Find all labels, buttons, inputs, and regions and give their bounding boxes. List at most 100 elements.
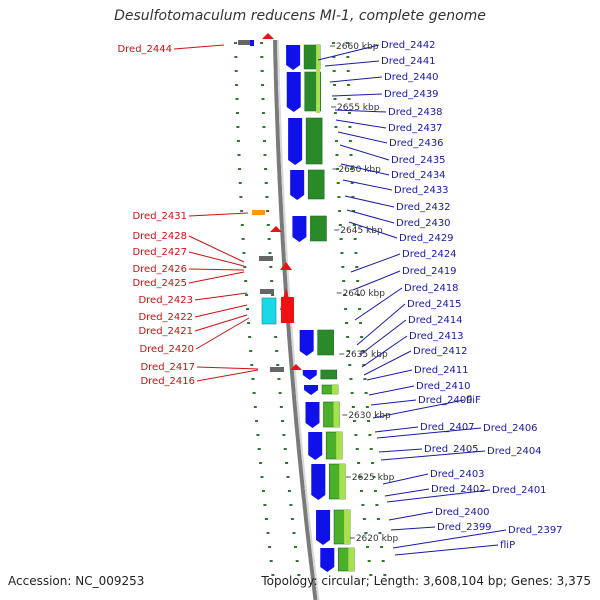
- tick-dot: [234, 70, 238, 72]
- right-leader-line: [350, 253, 401, 273]
- cog-cyan-block: [261, 297, 277, 325]
- accession-text: Accession: NC_009253: [8, 574, 145, 588]
- tick-dot: [347, 350, 351, 352]
- reverse-gene-arrow: [270, 226, 282, 232]
- tick-dot: [365, 406, 369, 408]
- tick-dot: [274, 336, 278, 338]
- right-leader-line: [340, 163, 390, 176]
- kbp-tick-label: 2655 kbp: [337, 103, 380, 113]
- tick-dot: [239, 196, 243, 198]
- tick-dot: [342, 280, 346, 282]
- right-leader-line: [334, 109, 387, 113]
- tick-dot: [265, 196, 269, 198]
- tick-dot: [358, 476, 362, 478]
- tick-dot: [275, 350, 279, 352]
- right-gene-label: Dred_2439: [384, 89, 439, 100]
- tick-dot: [362, 518, 366, 520]
- tick-dot: [348, 140, 352, 142]
- left-leader-line: [188, 212, 249, 217]
- tick-dot: [266, 532, 270, 534]
- tick-dot: [346, 70, 350, 72]
- right-leader-line: [386, 489, 491, 503]
- tick-dot: [283, 448, 287, 450]
- right-leader-line: [363, 350, 412, 376]
- tick-dot: [246, 308, 250, 310]
- forward-cds-arrow: [299, 330, 314, 356]
- right-leader-line: [344, 195, 395, 208]
- right-gene-label: Dred_2441: [381, 56, 436, 67]
- tick-dot: [261, 98, 265, 100]
- tick-dot: [356, 280, 360, 282]
- cog-block: [310, 215, 327, 242]
- tick-dot: [351, 196, 355, 198]
- tick-dot: [285, 462, 289, 464]
- tick-dot: [264, 168, 268, 170]
- tick-dot: [337, 196, 341, 198]
- tick-dot: [381, 560, 385, 562]
- tick-dot: [383, 574, 387, 576]
- right-leader-line: [342, 179, 393, 191]
- tick-dot: [338, 224, 342, 226]
- right-leader-line: [392, 529, 507, 549]
- kbp-tick-label: 2640 kbp: [343, 289, 386, 299]
- tick-dot: [373, 490, 377, 492]
- tick-dot: [333, 98, 337, 100]
- right-leader-line: [390, 526, 436, 531]
- tick-dot: [259, 462, 263, 464]
- right-leader-line: [359, 319, 407, 356]
- tick-dot: [347, 98, 351, 100]
- tick-dot: [277, 378, 281, 380]
- tick-dot: [332, 70, 336, 72]
- right-leader-line: [370, 399, 417, 406]
- forward-cds-arrow: [290, 170, 305, 200]
- tick-dot: [355, 266, 359, 268]
- tick-dot: [264, 182, 268, 184]
- forward-cds-arrow: [286, 72, 301, 112]
- tick-dot: [253, 406, 257, 408]
- tick-dot: [251, 378, 255, 380]
- tick-dot: [361, 350, 365, 352]
- tick-dot: [290, 518, 294, 520]
- tick-dot: [347, 112, 351, 114]
- tick-dot: [235, 84, 239, 86]
- tick-dot: [270, 280, 274, 282]
- left-gene-label: Dred_2425: [132, 278, 187, 289]
- tick-dot: [348, 126, 352, 128]
- right-gene-label: Dred_2400: [435, 507, 490, 518]
- left-leader-line: [173, 44, 225, 50]
- tick-dot: [243, 266, 247, 268]
- right-gene-label: Dred_2414: [408, 315, 463, 326]
- tick-dot: [349, 154, 353, 156]
- tick-dot: [333, 84, 337, 86]
- tick-dot: [276, 364, 280, 366]
- tick-dot: [252, 392, 256, 394]
- tick-dot: [369, 448, 373, 450]
- tick-dot: [351, 406, 355, 408]
- tick-dot: [366, 546, 370, 548]
- tick-dot: [297, 574, 301, 576]
- right-leader-line: [346, 209, 395, 224]
- tick-dot: [341, 266, 345, 268]
- cog-grey-block: [260, 289, 274, 294]
- right-leader-line: [352, 270, 401, 291]
- forward-cds-arrow: [302, 370, 317, 380]
- kbp-tick-label: 2650 kbp: [338, 165, 381, 175]
- left-leader-line: [194, 314, 248, 332]
- tick-dot: [262, 140, 266, 142]
- right-leader-line: [372, 399, 465, 419]
- cog-highlight: [339, 464, 346, 499]
- tick-dot: [263, 154, 267, 156]
- right-gene-label: Dred_2399: [437, 522, 492, 533]
- right-leader-line: [348, 221, 398, 239]
- tick-dot: [359, 322, 363, 324]
- forward-cds-arrow: [308, 432, 323, 460]
- right-gene-label: Dred_2411: [414, 365, 469, 376]
- cog-grey-block: [270, 367, 284, 372]
- tick-dot: [362, 364, 366, 366]
- left-gene-label: Dred_2428: [132, 231, 187, 242]
- right-gene-label: Dred_2437: [388, 123, 443, 134]
- right-leader-line: [324, 60, 380, 67]
- tick-dot: [372, 476, 376, 478]
- right-gene-label: Dred_2442: [381, 40, 436, 51]
- right-gene-label: Dred_2419: [402, 266, 457, 277]
